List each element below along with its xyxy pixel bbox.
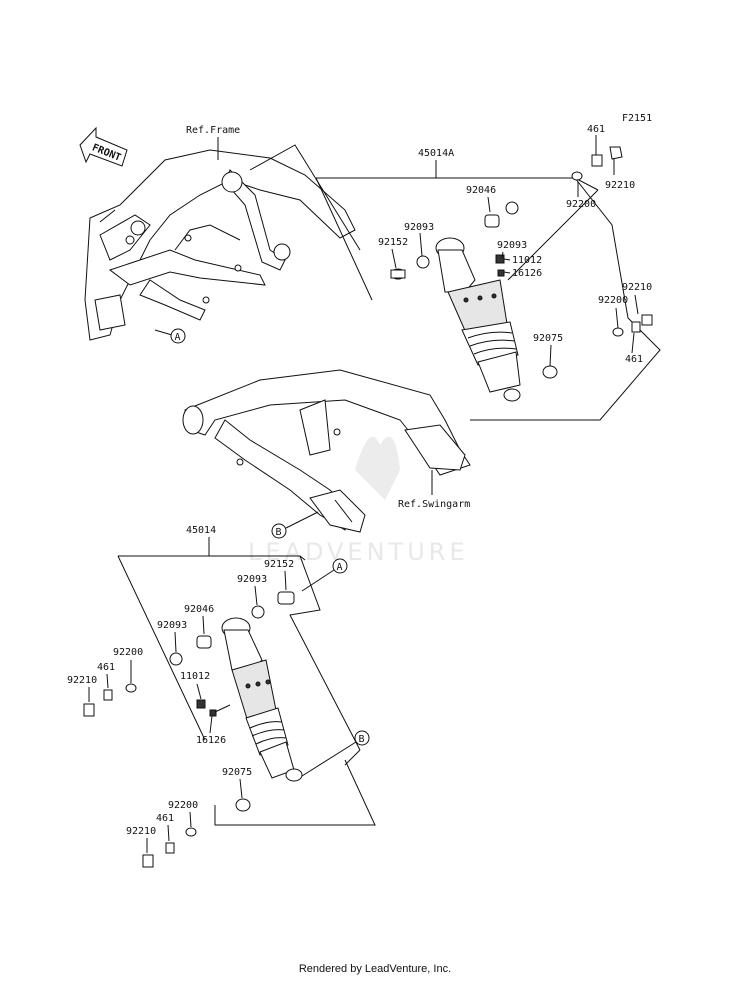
ref-swingarm-label: Ref.Swingarm xyxy=(398,499,470,510)
frame-leader xyxy=(249,144,361,251)
label-461-mid: 461 xyxy=(625,354,643,365)
ref-frame-label: Ref.Frame xyxy=(186,125,240,136)
marker-a-lower: A xyxy=(301,558,348,592)
label-92200-lower: 92200 xyxy=(113,647,143,658)
label-92093-upper-a: 92093 xyxy=(404,222,434,233)
figure-code: F2151 xyxy=(622,113,652,124)
label-11012-upper: 11012 xyxy=(512,255,542,266)
label-92200-lower-b: 92200 xyxy=(168,800,198,811)
svg-text:A: A xyxy=(175,332,181,343)
upper-small-parts xyxy=(390,146,653,379)
marker-b-upper: B xyxy=(271,511,319,539)
label-92210-mid: 92210 xyxy=(622,282,652,293)
label-92210-lower-b: 92210 xyxy=(126,826,156,837)
swingarm-illustration xyxy=(182,369,471,533)
frame-illustration xyxy=(84,149,356,341)
upper-shock-absorber xyxy=(435,237,521,402)
svg-text:B: B xyxy=(276,527,282,538)
lower-small-parts xyxy=(83,591,295,868)
label-92200-top: 92200 xyxy=(566,199,596,210)
watermark-text: LEADVENTURE xyxy=(248,538,469,566)
front-arrow-icon: FRONT xyxy=(79,126,128,167)
watermark: LEADVENTURE xyxy=(248,436,469,566)
label-92200-mid: 92200 xyxy=(598,295,628,306)
label-92093-lower-a: 92093 xyxy=(237,574,267,585)
label-92210-lower: 92210 xyxy=(67,675,97,686)
footer-credit: Rendered by LeadVenture, Inc. xyxy=(298,963,452,975)
label-461-lower-b: 461 xyxy=(156,813,174,824)
label-92152-upper: 92152 xyxy=(378,237,408,248)
label-16126-upper: 16126 xyxy=(512,268,542,279)
label-92046-upper: 92046 xyxy=(466,185,496,196)
label-92046-lower: 92046 xyxy=(184,604,214,615)
label-11012-lower: 11012 xyxy=(180,671,210,682)
upper-assembly-label: 45014A xyxy=(418,148,454,159)
label-92152-lower: 92152 xyxy=(264,559,294,570)
label-461-lower: 461 xyxy=(97,662,115,673)
lower-assembly-label: 45014 xyxy=(186,525,216,536)
label-92075-lower: 92075 xyxy=(222,767,252,778)
lower-shock-absorber xyxy=(221,617,303,782)
label-92075-upper: 92075 xyxy=(533,333,563,344)
label-92210-top: 92210 xyxy=(605,180,635,191)
marker-b-lower: B xyxy=(301,730,370,777)
label-92093-lower-b: 92093 xyxy=(157,620,187,631)
label-16126-lower: 16126 xyxy=(196,735,226,746)
svg-text:B: B xyxy=(359,734,365,745)
svg-text:A: A xyxy=(337,562,343,573)
label-461-top: 461 xyxy=(587,124,605,135)
label-92093-upper-b: 92093 xyxy=(497,240,527,251)
marker-a-upper: A xyxy=(154,328,186,344)
